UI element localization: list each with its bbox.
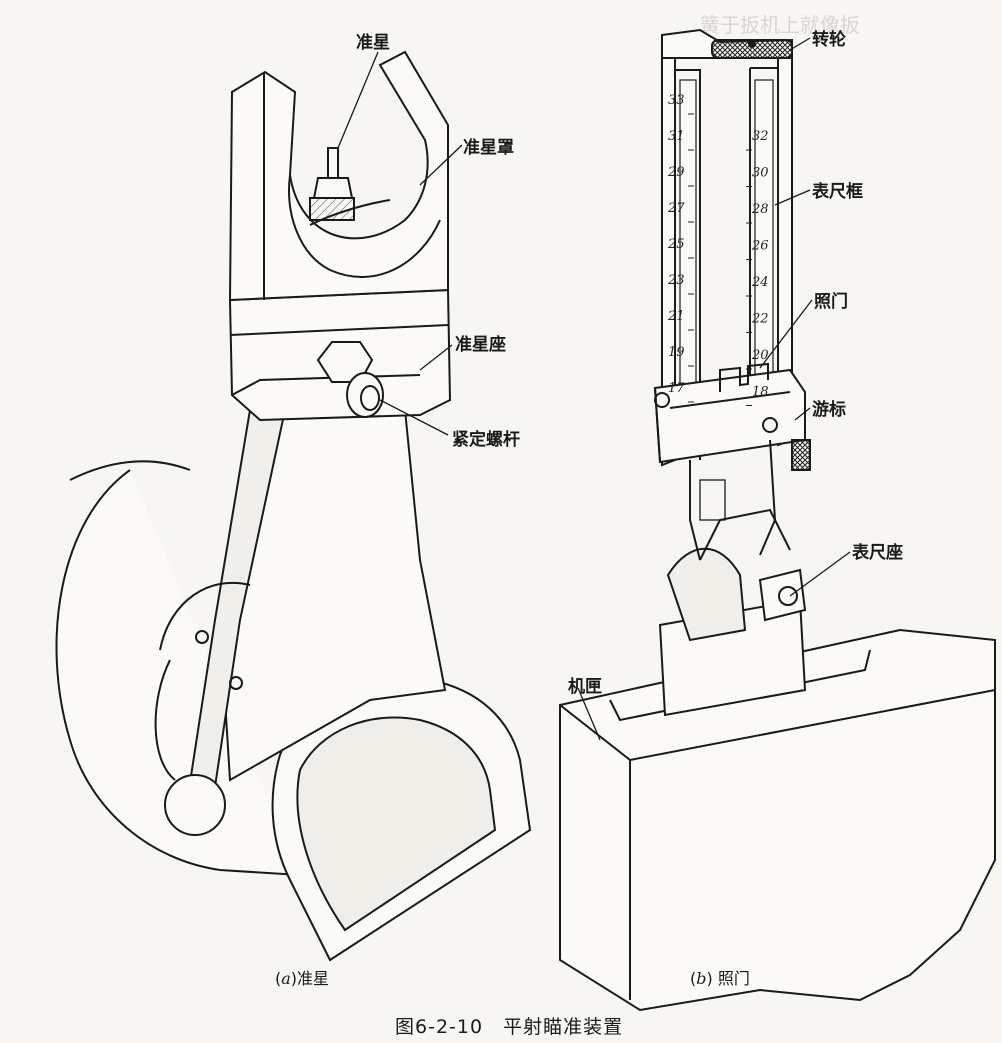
label-front-sight-base: 准星座 bbox=[455, 335, 506, 355]
scale-ticks: 33 31 29 27 25 23 21 19 17 32 30 28 26 24 22 20 18 bbox=[667, 93, 769, 406]
right-scale-tick-label: 20 bbox=[751, 348, 769, 363]
left-scale-tick-label: 19 bbox=[668, 345, 685, 360]
right-scale-tick-label: 28 bbox=[751, 202, 769, 217]
label-rear-sight: 照门 bbox=[814, 292, 848, 312]
label-front-sight: 准星 bbox=[356, 33, 390, 53]
barrel-ring-inner bbox=[296, 716, 497, 932]
rear-sight-drawing bbox=[559, 28, 996, 1012]
front-sight-post-drawing bbox=[309, 147, 391, 226]
sight-hood bbox=[228, 50, 449, 302]
left-scale-tick-label: 31 bbox=[668, 129, 685, 144]
right-scale-tick-label: 26 bbox=[751, 239, 769, 254]
locking-screw-drawing bbox=[316, 341, 384, 418]
rear-notch-drawing bbox=[719, 362, 769, 392]
label-turn-wheel: 转轮 bbox=[812, 30, 846, 50]
left-scale-tick-label: 17 bbox=[668, 381, 685, 396]
right-scale-tick-label: 32 bbox=[752, 129, 769, 144]
left-scale-tick-label: 21 bbox=[667, 309, 685, 324]
label-front-sight-hood: 准星罩 bbox=[463, 138, 514, 158]
subcaption-a: (a)准星 bbox=[275, 969, 330, 988]
left-scale-tick-label: 23 bbox=[667, 273, 685, 288]
leaders-a bbox=[337, 51, 463, 436]
left-scale-tick-label: 27 bbox=[667, 201, 685, 216]
bleed-through-text: 簧于扳机上就像扳 bbox=[700, 13, 860, 37]
label-scale-frame: 表尺框 bbox=[812, 182, 863, 202]
left-scale-tick-label: 33 bbox=[668, 93, 685, 108]
leaders-b bbox=[577, 37, 851, 741]
label-scale-base: 表尺座 bbox=[852, 543, 903, 563]
label-locking-screw: 紧定螺杆 bbox=[452, 430, 520, 450]
left-scale-tick-label: 29 bbox=[667, 165, 685, 180]
subcaption-b: (b) 照门 bbox=[690, 969, 750, 988]
label-receiver: 机匣 bbox=[568, 677, 602, 697]
left-scale-tick-label: 25 bbox=[667, 237, 685, 252]
right-scale-tick-label: 22 bbox=[751, 312, 769, 327]
label-slider: 游标 bbox=[812, 400, 846, 420]
receiver-block bbox=[559, 628, 996, 1012]
figure-caption: 图6-2-10 平射瞄准装置 bbox=[395, 1016, 624, 1038]
right-scale-tick-label: 24 bbox=[751, 275, 769, 290]
right-scale-tick-label: 30 bbox=[752, 166, 769, 181]
front-sight-drawing bbox=[55, 50, 532, 962]
right-scale-tick-label: 18 bbox=[752, 385, 769, 400]
